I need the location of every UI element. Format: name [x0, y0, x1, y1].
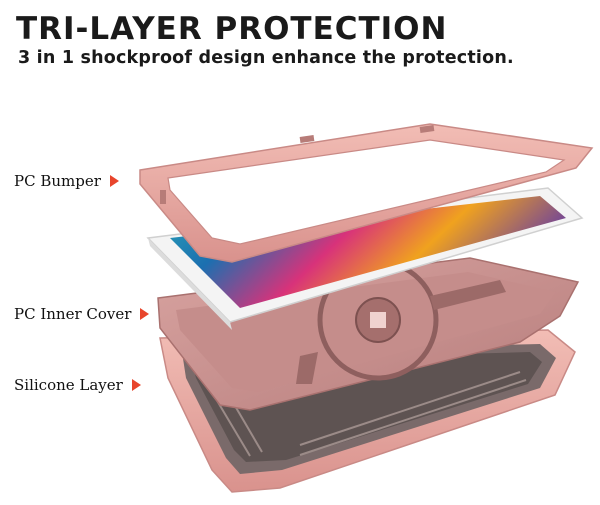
headline: TRI-LAYER PROTECTION	[16, 11, 448, 47]
right-triangle-arrow-icon	[140, 308, 150, 320]
right-triangle-arrow-icon	[109, 175, 119, 187]
right-triangle-arrow-icon	[131, 379, 141, 391]
tablet-device	[146, 187, 584, 330]
layer-label-text: PC Inner Cover	[14, 305, 132, 323]
subheadline: 3 in 1 shockproof design enhance the pro…	[18, 48, 514, 68]
layer-label-text: PC Bumper	[14, 172, 101, 190]
layer-label-silicone-layer: Silicone Layer	[14, 376, 141, 394]
layer-label-pc-inner-cover: PC Inner Cover	[14, 305, 150, 323]
layer-label-pc-bumper: PC Bumper	[14, 172, 119, 190]
layer-label-text: Silicone Layer	[14, 376, 123, 394]
pc-bumper	[139, 123, 594, 263]
